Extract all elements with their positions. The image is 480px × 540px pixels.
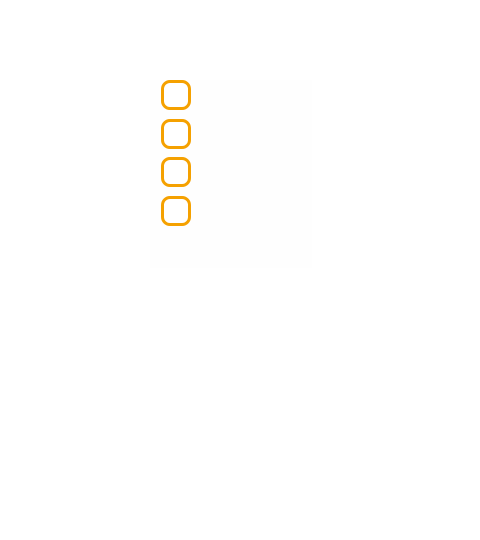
checkbox-unchecked-icon[interactable] xyxy=(161,157,191,188)
checkbox-row-4[interactable] xyxy=(161,192,311,231)
checkbox-list xyxy=(161,76,311,230)
checkbox-unchecked-icon[interactable] xyxy=(161,80,191,111)
checkbox-row-1[interactable] xyxy=(161,76,311,115)
checkbox-row-3[interactable] xyxy=(161,153,311,192)
checkbox-unchecked-icon[interactable] xyxy=(161,195,191,226)
checkbox-row-2[interactable] xyxy=(161,115,311,154)
checkbox-unchecked-icon[interactable] xyxy=(161,118,191,149)
